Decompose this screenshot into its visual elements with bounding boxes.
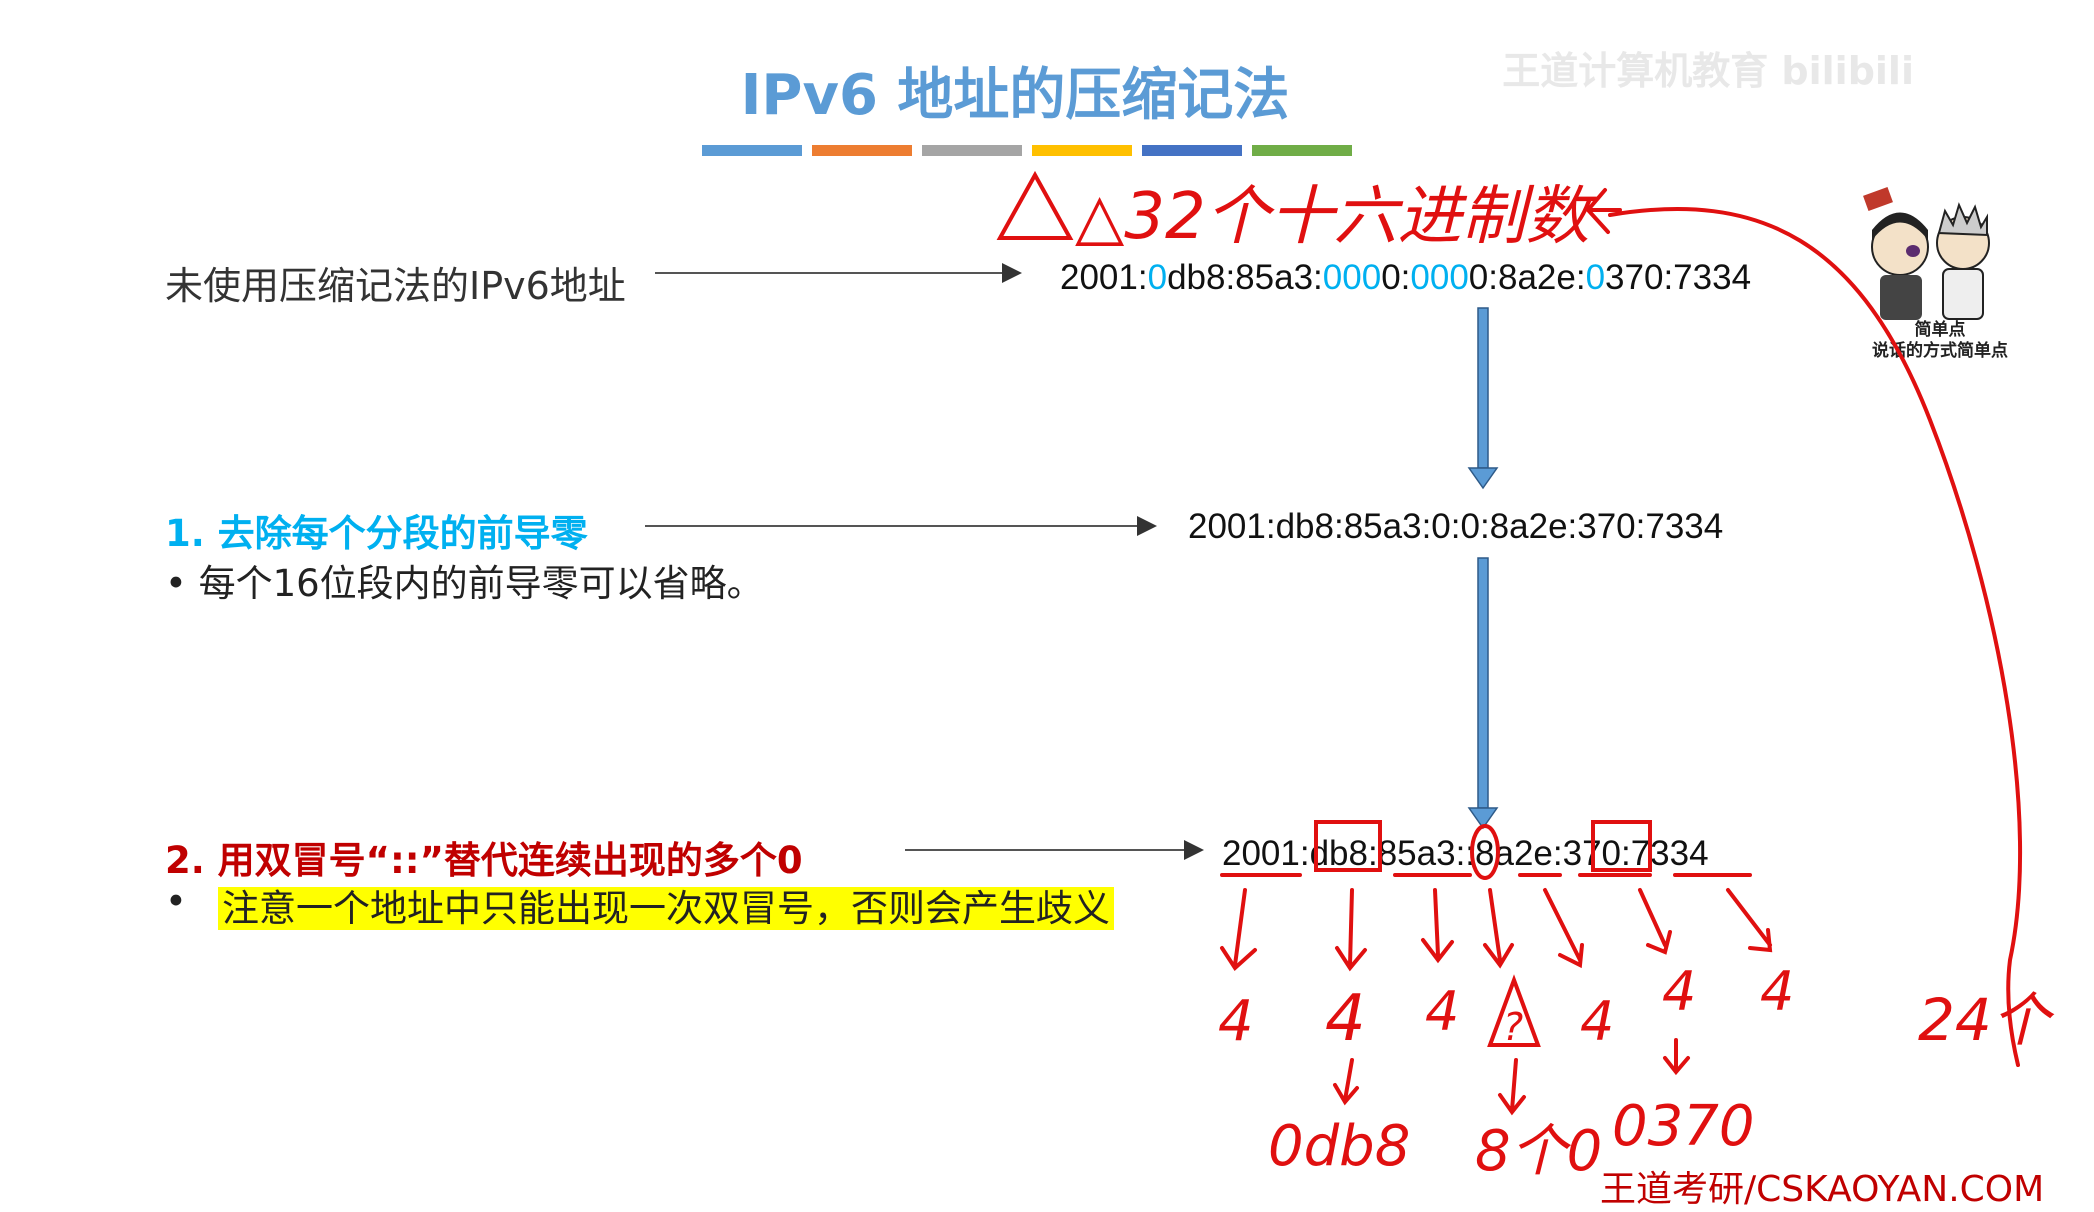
hand-triangle-top xyxy=(996,170,1074,240)
step1-bullet: • 每个16位段内的前导零可以省略。 xyxy=(165,562,764,605)
color-bar-segment xyxy=(812,145,912,156)
hand-count-4: 4 xyxy=(1580,990,1614,1053)
hand-count-5: 4 xyxy=(1662,960,1696,1023)
hand-count-1: 4 xyxy=(1325,982,1366,1056)
handwritten-text: △32个十六进制数 4 4 4 ? 4 4 4 24个 0db8 8个0 037… xyxy=(1075,180,2055,1184)
step2-bullet: 注意一个地址中只能出现一次双冒号，否则会产生歧义 xyxy=(218,878,1114,932)
leading-zero: 0 xyxy=(1585,258,1606,297)
hand-note-top: △32个十六进制数 xyxy=(1075,180,1598,254)
blue-down-arrow-2 xyxy=(1467,557,1499,830)
hand-arrow-to-note xyxy=(1585,188,1622,234)
color-bar-segment xyxy=(702,145,802,156)
hand-total: 24个 xyxy=(1918,986,2055,1054)
hand-zero-mark xyxy=(1470,824,1500,880)
color-bar-segment xyxy=(1032,145,1132,156)
color-bar-segment xyxy=(1252,145,1352,156)
color-bar-segment xyxy=(1142,145,1242,156)
leading-zero: 000 xyxy=(1322,258,1382,297)
meme-caption-line2: 说话的方式简单点 xyxy=(1872,341,2008,361)
hand-long-curve xyxy=(1608,207,2022,1067)
step1-address: 2001:db8:85a3:0:0:8a2e:370:7334 xyxy=(1188,507,1724,546)
address-part: 0:8a2e: xyxy=(1468,258,1586,297)
slide-title: IPv6 地址的压缩记法 xyxy=(740,63,1290,128)
meme-caption-line1: 简单点 xyxy=(1914,320,1966,340)
meme-caption: 简单点 说话的方式简单点 xyxy=(1835,320,2045,362)
step2-bullet-highlight: 注意一个地址中只能出现一次双冒号，否则会产生歧义 xyxy=(218,887,1114,930)
address-part: 0: xyxy=(1381,258,1411,297)
address-part: 370:7334 xyxy=(1605,258,1752,297)
address-part: db8:85a3: xyxy=(1167,258,1323,297)
step2-address: 2001:db8:85a3::8a2e:370:7334 xyxy=(1222,834,1709,873)
color-bar-segment xyxy=(922,145,1022,156)
hand-box-370 xyxy=(1591,820,1652,872)
hand-count-3: ? xyxy=(1503,1005,1523,1049)
step1-heading: 1. 去除每个分段的前导零 xyxy=(165,512,588,555)
hand-box-db8 xyxy=(1314,820,1382,872)
meme-illustration xyxy=(1863,187,1990,320)
hand-count-0: 4 xyxy=(1218,989,1254,1054)
watermark: 王道计算机教育 bilibili xyxy=(1502,49,1914,93)
hand-count-6: 4 xyxy=(1760,960,1794,1023)
address-part: 2001: xyxy=(1060,258,1148,297)
meme-image xyxy=(1855,185,2025,365)
hand-expansion-2: 8个0 xyxy=(1475,1119,1602,1184)
hand-expansion-1: 0db8 xyxy=(1268,1114,1410,1179)
blue-down-arrow-1 xyxy=(1467,307,1499,490)
step2-heading: 2. 用双冒号“::”替代连续出现的多个0 xyxy=(165,839,803,882)
hand-expansion-3: 0370 xyxy=(1612,1094,1755,1159)
handwritten-annotations xyxy=(996,170,2022,1116)
step2-bullet-marker: • xyxy=(165,880,187,923)
leading-zero: 000 xyxy=(1410,258,1469,297)
original-address: 2001:0db8:85a3:0000:0000:8a2e:0370:7334 xyxy=(1060,258,1751,298)
leading-zero: 0 xyxy=(1147,258,1168,297)
hand-count-2: 4 xyxy=(1425,980,1459,1043)
original-address-label: 未使用压缩记法的IPv6地址 xyxy=(165,264,626,308)
